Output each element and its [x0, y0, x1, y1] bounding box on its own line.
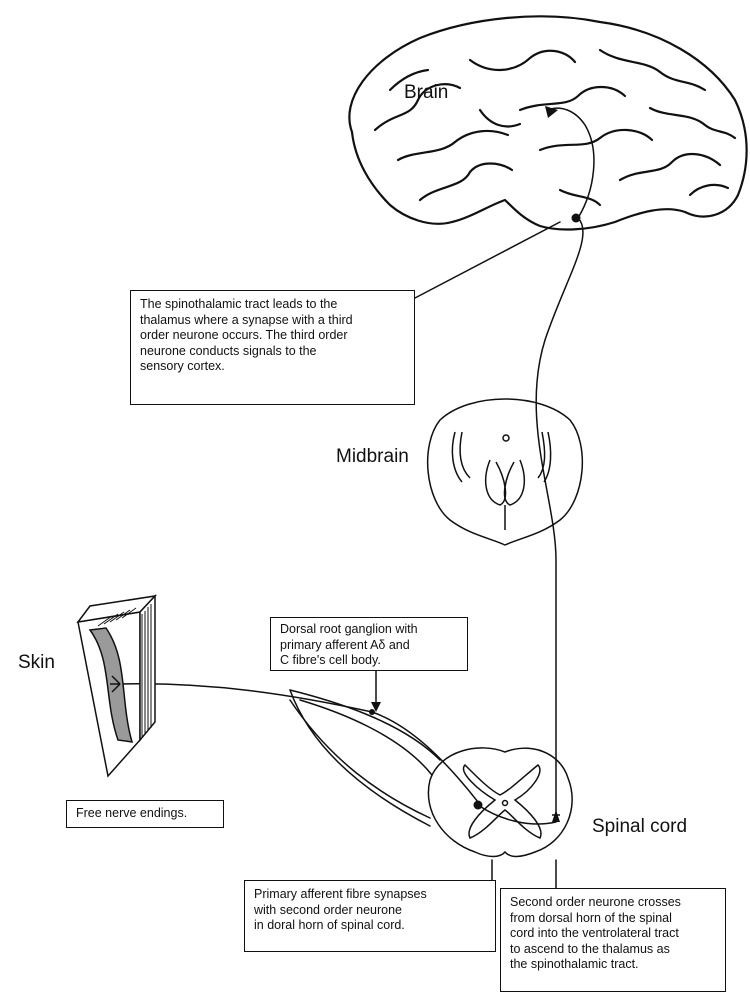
note-line: The spinothalamic tract leads to the	[140, 297, 405, 313]
ganglion-dot	[369, 709, 375, 715]
synapse-note: Primary afferent fibre synapses with sec…	[244, 880, 496, 952]
thalamus-synapse-dot	[572, 214, 581, 223]
pathway-lines	[120, 108, 594, 888]
note-line: primary afferent Aδ and	[280, 638, 458, 654]
note-line: C fibre's cell body.	[280, 653, 458, 669]
note-line: with second order neurone	[254, 903, 486, 919]
note-line: in doral horn of spinal cord.	[254, 918, 486, 934]
crossing-note: Second order neurone crosses from dorsal…	[500, 888, 726, 992]
note-line: sensory cortex.	[140, 359, 405, 375]
note-line: Second order neurone crosses	[510, 895, 716, 911]
note-line: Primary afferent fibre synapses	[254, 887, 486, 903]
ganglion-note: Dorsal root ganglion with primary affere…	[270, 617, 468, 671]
brain-label: Brain	[404, 82, 448, 104]
arrowhead-ascend	[552, 810, 560, 822]
spinal-cord-illustration	[428, 748, 572, 857]
note-line: Free nerve endings.	[76, 806, 214, 822]
brain-illustration	[349, 16, 746, 229]
note-line: to ascend to the thalamus as	[510, 942, 716, 958]
note-line: order neurone occurs. The third order	[140, 328, 405, 344]
note-line: Dorsal root ganglion with	[280, 622, 458, 638]
skin-illustration	[78, 596, 155, 776]
note-line: cord into the ventrolateral tract	[510, 926, 716, 942]
skin-label: Skin	[18, 652, 55, 674]
note-line: thalamus where a synapse with a third	[140, 313, 405, 329]
midbrain-illustration	[428, 399, 583, 545]
note-line: from dorsal horn of the spinal	[510, 911, 716, 927]
spinothalamic-note: The spinothalamic tract leads to the tha…	[130, 290, 415, 405]
dorsal-horn-synapse-dot	[474, 801, 483, 810]
nerve-endings-note: Free nerve endings.	[66, 800, 224, 828]
note-line: the spinothalamic tract.	[510, 957, 716, 973]
midbrain-label: Midbrain	[336, 446, 409, 468]
note-line: neurone conducts signals to the	[140, 344, 405, 360]
spinal-cord-label: Spinal cord	[592, 816, 687, 838]
